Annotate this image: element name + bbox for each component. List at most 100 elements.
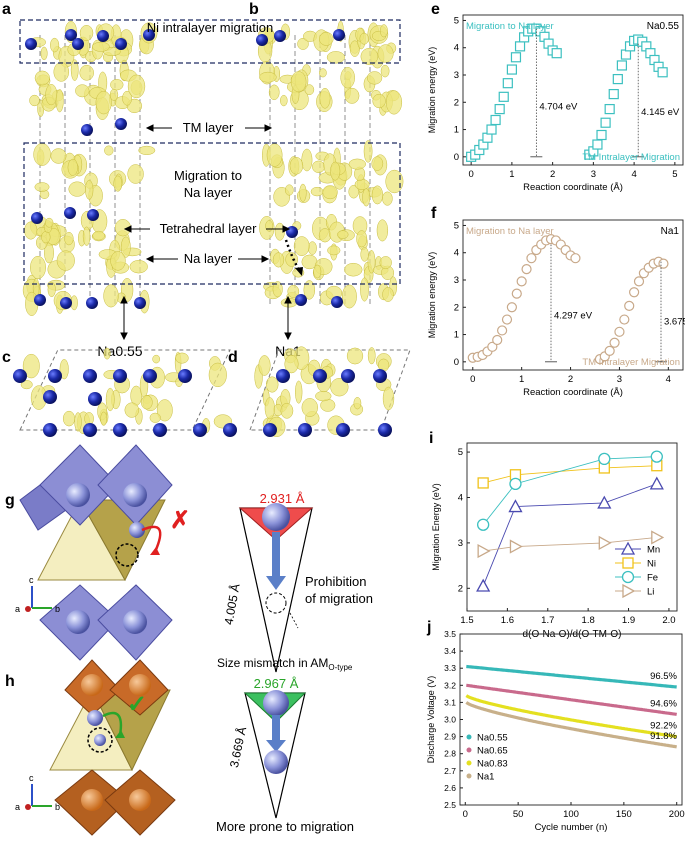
isosurface-blob bbox=[258, 355, 271, 376]
x-tick-label: 200 bbox=[669, 809, 685, 820]
y-tick-label: 2.7 bbox=[444, 766, 456, 776]
data-point bbox=[608, 88, 619, 100]
data-point bbox=[526, 253, 537, 264]
isosurface-blob bbox=[34, 70, 50, 86]
data-point bbox=[490, 114, 501, 126]
na-atom bbox=[298, 423, 312, 437]
x-tick-label: 5 bbox=[672, 169, 677, 180]
series-line-fe bbox=[482, 456, 657, 526]
panel-a-structure bbox=[22, 21, 158, 316]
isosurface-blob bbox=[330, 161, 341, 181]
isosurface-blob bbox=[47, 281, 56, 298]
isosurface-blob bbox=[348, 158, 366, 170]
barrier-label: 3.675 eV bbox=[664, 317, 685, 328]
chart-left-title: Migration to Na layer bbox=[466, 21, 554, 32]
panel-letter-e: e bbox=[431, 1, 440, 18]
legend-label: Na0.83 bbox=[477, 759, 508, 770]
data-point bbox=[596, 129, 607, 141]
na-atom bbox=[115, 118, 127, 130]
x-tick-label: 2.0 bbox=[662, 615, 675, 626]
na-atom bbox=[143, 369, 157, 383]
y-tick-label: 2.8 bbox=[444, 749, 456, 759]
data-point bbox=[501, 314, 513, 325]
barrier-label: 4.297 eV bbox=[554, 310, 593, 321]
x-axis-label: d(O-Na-O)/d(O-TM-O) bbox=[523, 629, 622, 640]
data-point bbox=[657, 67, 668, 78]
x-tick-label: 1.8 bbox=[582, 615, 595, 626]
isosurface-blob bbox=[341, 284, 357, 309]
isosurface-blob bbox=[82, 226, 91, 246]
data-point bbox=[604, 103, 615, 115]
legend-marker bbox=[466, 773, 472, 779]
data-point bbox=[487, 341, 498, 352]
isosurface-blob bbox=[127, 74, 146, 99]
isosurface-blob bbox=[372, 93, 386, 109]
isosurface-blob bbox=[301, 398, 318, 417]
y-tick-label: 3.4 bbox=[444, 646, 456, 656]
isosurface-blob bbox=[259, 71, 277, 83]
data-point bbox=[570, 253, 581, 264]
g-triangle-diagram bbox=[238, 503, 314, 673]
isosurface-blob bbox=[284, 184, 294, 196]
isosurface-blob bbox=[50, 148, 67, 164]
na-atom bbox=[31, 212, 43, 224]
data-point bbox=[506, 64, 517, 75]
h-triangle-diagram bbox=[243, 690, 307, 819]
legend-marker bbox=[621, 570, 635, 584]
legend-label: Na0.65 bbox=[477, 746, 508, 757]
data-point bbox=[502, 78, 513, 89]
y-tick-label: 4 bbox=[454, 43, 459, 54]
na-atom bbox=[60, 297, 72, 309]
data-point bbox=[616, 60, 627, 71]
panel-letter-b: b bbox=[249, 1, 259, 18]
plot-frame bbox=[462, 219, 684, 371]
na-atom bbox=[274, 30, 286, 42]
na-atom bbox=[341, 369, 355, 383]
x-tick-label: 100 bbox=[563, 809, 579, 820]
panel-letter-j: j bbox=[426, 619, 431, 636]
na-atom bbox=[333, 29, 345, 41]
y-axis-label: Migration energy (eV) bbox=[427, 252, 437, 339]
isosurface-blob bbox=[156, 399, 173, 422]
na-atom bbox=[313, 369, 327, 383]
isosurface-blob bbox=[22, 353, 40, 379]
x-tick-label: 150 bbox=[616, 809, 632, 820]
isosurface-blob bbox=[56, 250, 75, 271]
prohibit-x-icon: ✗ bbox=[170, 507, 190, 534]
y-tick-label: 2 bbox=[454, 97, 459, 108]
na-atom bbox=[83, 369, 97, 383]
isosurface-blob bbox=[103, 284, 119, 308]
barrier-label: 4.704 eV bbox=[539, 101, 578, 112]
na-atom bbox=[25, 38, 37, 50]
data-point-mn bbox=[597, 495, 612, 509]
y-tick-label: 3.3 bbox=[444, 663, 456, 673]
legend-label: Fe bbox=[647, 573, 658, 584]
na-migration-box bbox=[23, 142, 401, 285]
axis-g-b: b bbox=[55, 604, 60, 614]
isosurface-blob bbox=[337, 230, 349, 239]
isosurface-blob bbox=[129, 260, 148, 274]
g-size-mismatch: Size mismatch in AMO-type bbox=[217, 656, 353, 672]
na-atom bbox=[115, 38, 127, 50]
isosurface-blob bbox=[377, 44, 394, 63]
isosurface-blob bbox=[92, 230, 105, 241]
retention-label: 96.5% bbox=[650, 671, 677, 682]
isosurface-blob bbox=[353, 397, 362, 410]
x-tick-label: 3 bbox=[617, 374, 622, 385]
panel-c-structure bbox=[13, 347, 237, 437]
data-point-mn bbox=[476, 578, 491, 592]
ni-intralayer-label: Ni intralayer migration bbox=[147, 20, 273, 35]
h-top-distance: 2.967 Å bbox=[254, 676, 299, 691]
isosurface-blob bbox=[50, 37, 60, 53]
voltage-trace-na065 bbox=[466, 683, 678, 716]
isosurface-blob bbox=[33, 143, 51, 166]
na-atom bbox=[276, 369, 290, 383]
panel-b-structure bbox=[256, 20, 404, 309]
x-tick-label: 1.6 bbox=[501, 615, 514, 626]
isosurface-blob bbox=[380, 64, 390, 78]
na-atom bbox=[113, 369, 127, 383]
prone-check-icon: ✓ bbox=[127, 691, 147, 718]
axis-triad-h bbox=[25, 784, 52, 810]
data-point bbox=[619, 314, 630, 325]
isosurface-blob bbox=[285, 252, 299, 267]
